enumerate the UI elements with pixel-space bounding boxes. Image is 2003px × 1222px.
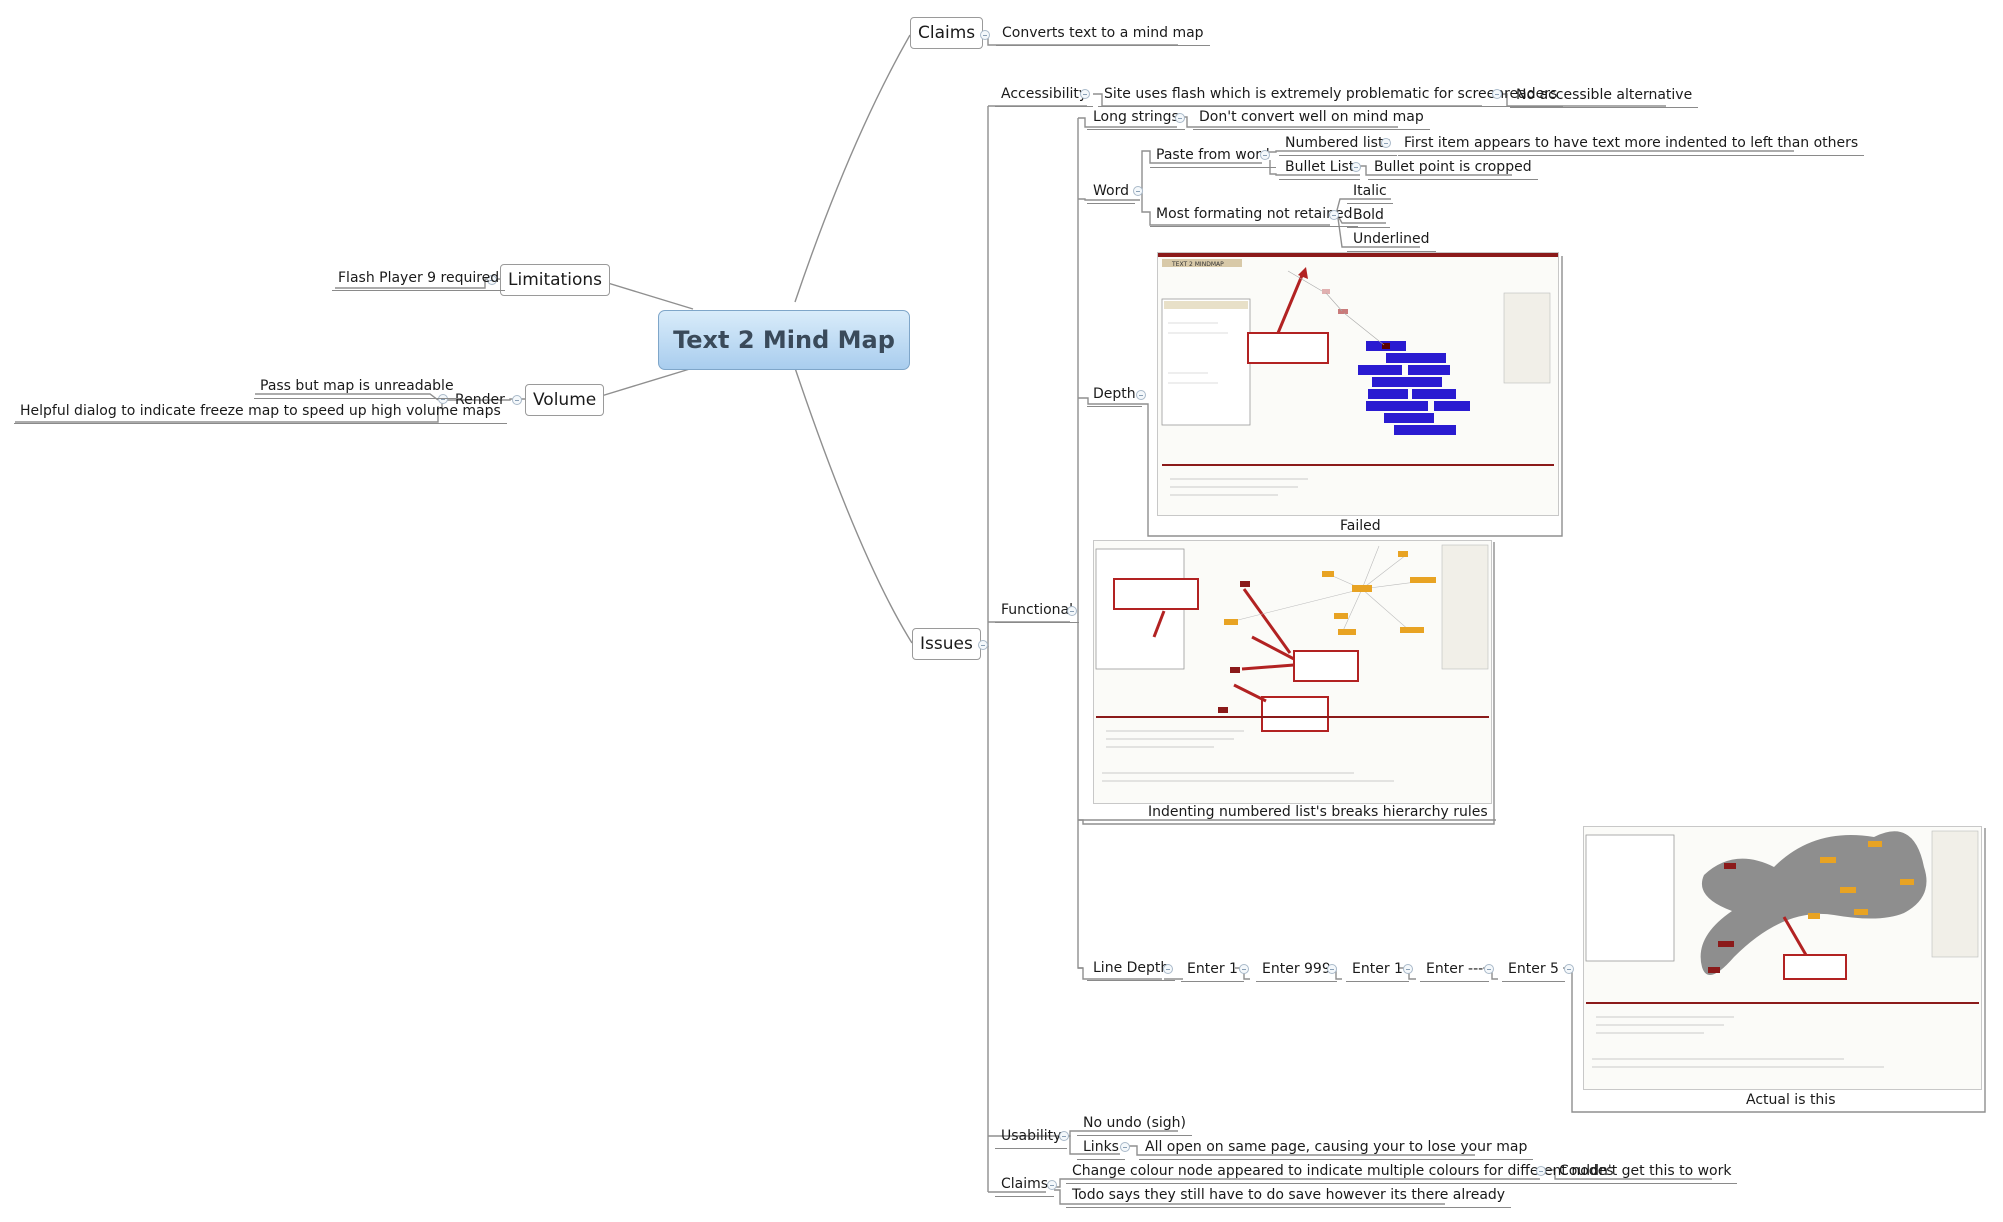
first-item-indent-node[interactable]: First item appears to have text more ind… xyxy=(1398,134,1865,156)
pass-unreadable-node[interactable]: Pass but map is unreadable xyxy=(254,377,460,399)
collapse-icon[interactable] xyxy=(1329,210,1339,220)
collapse-icon[interactable] xyxy=(1120,1142,1130,1152)
collapse-icon[interactable] xyxy=(1536,1166,1546,1176)
italic-node[interactable]: Italic xyxy=(1347,182,1393,204)
paste-from-word-node[interactable]: Paste from word xyxy=(1150,146,1276,168)
collapse-icon[interactable] xyxy=(512,395,522,405)
bullet-list-node[interactable]: Bullet List xyxy=(1279,158,1361,180)
collapse-icon[interactable] xyxy=(1484,964,1494,974)
collapse-icon[interactable] xyxy=(1136,390,1146,400)
collapse-icon[interactable] xyxy=(1163,964,1173,974)
line-depth-node[interactable]: Line Depth xyxy=(1087,959,1176,981)
limitations-node[interactable]: Limitations xyxy=(500,264,610,296)
collapse-icon[interactable] xyxy=(1239,964,1249,974)
couldnt-get-node[interactable]: Couldn't get this to work xyxy=(1553,1162,1738,1184)
indenting-caption[interactable]: Indenting numbered list's breaks hierarc… xyxy=(1148,804,1488,820)
collapse-icon[interactable] xyxy=(438,394,448,404)
render-node[interactable]: Render xyxy=(455,392,505,408)
collapse-icon[interactable] xyxy=(1260,150,1270,160)
collapse-icon[interactable] xyxy=(1381,138,1391,148)
line-depth-step-1[interactable]: Enter 1 xyxy=(1181,960,1244,982)
actual-caption[interactable]: Actual is this xyxy=(1746,1092,1836,1108)
most-formatting-node[interactable]: Most formating not retained xyxy=(1150,205,1359,227)
links-same-page-node[interactable]: All open on same page, causing your to l… xyxy=(1139,1138,1534,1160)
flash-screenreader-node[interactable]: Site uses flash which is extremely probl… xyxy=(1098,85,1564,107)
converts-text-node[interactable]: Converts text to a mind map xyxy=(996,24,1210,46)
collapse-icon[interactable] xyxy=(978,640,988,650)
functional-node[interactable]: Functional xyxy=(995,601,1080,623)
accessibility-node[interactable]: Accessibility xyxy=(995,85,1094,107)
no-accessible-node[interactable]: No accessible alternative xyxy=(1510,86,1699,108)
root-node[interactable]: Text 2 Mind Map xyxy=(658,310,910,370)
failed-caption[interactable]: Failed xyxy=(1340,518,1381,534)
usability-node[interactable]: Usability xyxy=(995,1127,1068,1149)
collapse-icon[interactable] xyxy=(1175,113,1185,123)
collapse-icon[interactable] xyxy=(1492,89,1502,99)
line-depth-step-4[interactable]: Enter --- xyxy=(1420,960,1490,982)
line-depth-step-2[interactable]: Enter 999 xyxy=(1256,960,1337,982)
indenting-screenshot xyxy=(1093,540,1492,804)
collapse-icon[interactable] xyxy=(1133,186,1143,196)
numbered-lists-node[interactable]: Numbered lists xyxy=(1279,134,1397,156)
collapse-icon[interactable] xyxy=(1059,1131,1069,1141)
collapse-icon[interactable] xyxy=(1403,964,1413,974)
collapse-icon[interactable] xyxy=(1047,1180,1057,1190)
claims-top-node[interactable]: Claims xyxy=(910,17,984,49)
dont-convert-node[interactable]: Don't convert well on mind map xyxy=(1193,108,1430,130)
volume-node[interactable]: Volume xyxy=(525,384,605,416)
mini-logo-text: TEXT 2 MINDMAP xyxy=(1171,261,1224,268)
depth-node[interactable]: Depth xyxy=(1087,385,1142,407)
issues-node[interactable]: Issues xyxy=(912,628,981,660)
collapse-icon[interactable] xyxy=(1351,162,1361,172)
change-colour-node[interactable]: Change colour node appeared to indicate … xyxy=(1066,1162,1620,1184)
flash-player-node[interactable]: Flash Player 9 required xyxy=(332,269,506,291)
word-node[interactable]: Word xyxy=(1087,182,1135,204)
no-undo-node[interactable]: No undo (sigh) xyxy=(1077,1114,1193,1136)
collapse-icon[interactable] xyxy=(1080,89,1090,99)
todo-save-node[interactable]: Todo says they still have to do save how… xyxy=(1066,1186,1512,1208)
underlined-node[interactable]: Underlined xyxy=(1347,230,1436,252)
collapse-icon[interactable] xyxy=(1564,964,1574,974)
collapse-icon[interactable] xyxy=(980,30,990,40)
line-depth-screenshot xyxy=(1583,826,1982,1090)
links-node[interactable]: Links xyxy=(1077,1138,1125,1160)
line-depth-step-3[interactable]: Enter 1 xyxy=(1346,960,1409,982)
depth-screenshot: TEXT 2 MINDMAP xyxy=(1157,252,1559,516)
collapse-icon[interactable] xyxy=(1067,606,1077,616)
collapse-icon[interactable] xyxy=(1327,964,1337,974)
bold-node[interactable]: Bold xyxy=(1347,206,1390,228)
claims-bottom-node[interactable]: Claims xyxy=(995,1175,1055,1197)
collapse-icon[interactable] xyxy=(487,275,497,285)
bullet-cropped-node[interactable]: Bullet point is cropped xyxy=(1368,158,1538,180)
long-strings-node[interactable]: Long strings xyxy=(1087,108,1185,130)
line-depth-step-5[interactable]: Enter 5 xyxy=(1502,960,1565,982)
helpful-dialog-node[interactable]: Helpful dialog to indicate freeze map to… xyxy=(14,402,507,424)
